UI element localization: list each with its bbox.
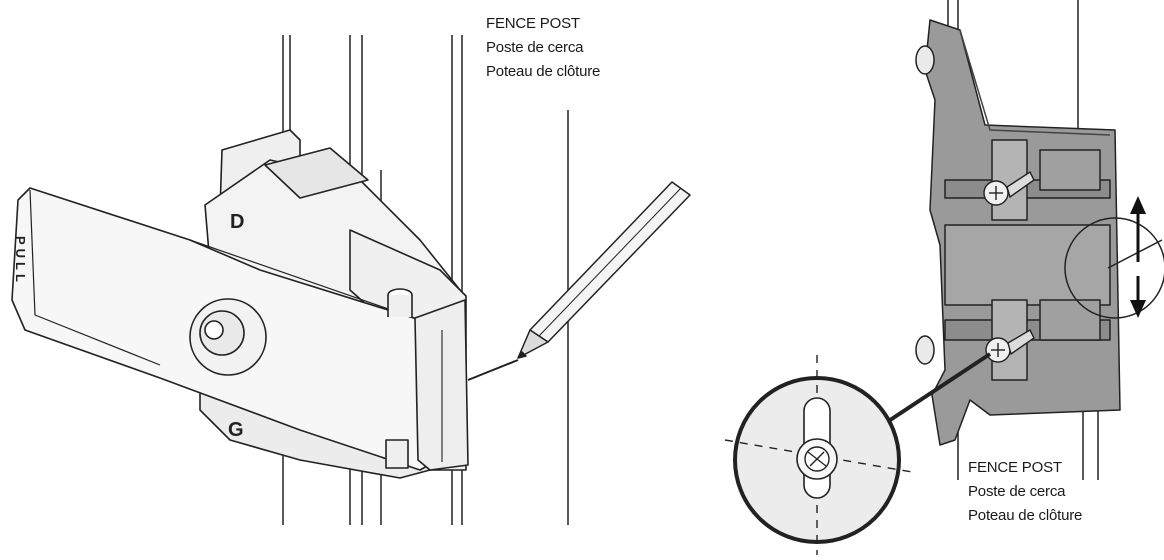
pencil-mark-line	[467, 359, 519, 381]
down-arrow-icon	[1130, 276, 1146, 318]
label-left-line3: Poteau de clôture	[486, 63, 601, 80]
pencil-icon	[517, 181, 691, 359]
fence-post-label-right: FENCE POST Poste de cerca Poteau de clôt…	[968, 456, 1082, 528]
label-right-line2: Poste de cerca	[968, 483, 1066, 500]
up-arrow-icon	[1130, 196, 1146, 262]
pull-label: PULL	[13, 236, 28, 286]
label-right-line1: FENCE POST	[968, 459, 1062, 476]
latch-bottom-letter: G	[228, 419, 244, 441]
mounting-bracket	[915, 19, 1121, 446]
screw-icon	[983, 170, 1035, 363]
gate-latch	[11, 129, 469, 479]
label-left-line2: Poste de cerca	[486, 39, 584, 56]
latch-top-cap	[264, 147, 369, 199]
magnifier-circle-icon	[724, 352, 992, 555]
latch-top-letter: D	[230, 211, 244, 233]
label-left-line1: FENCE POST	[486, 15, 580, 32]
adjustment-circle	[1064, 217, 1164, 319]
label-right-line3: Poteau de clôture	[968, 507, 1083, 524]
fence-post-label-left: FENCE POST Poste de cerca Poteau de clôt…	[486, 12, 600, 84]
